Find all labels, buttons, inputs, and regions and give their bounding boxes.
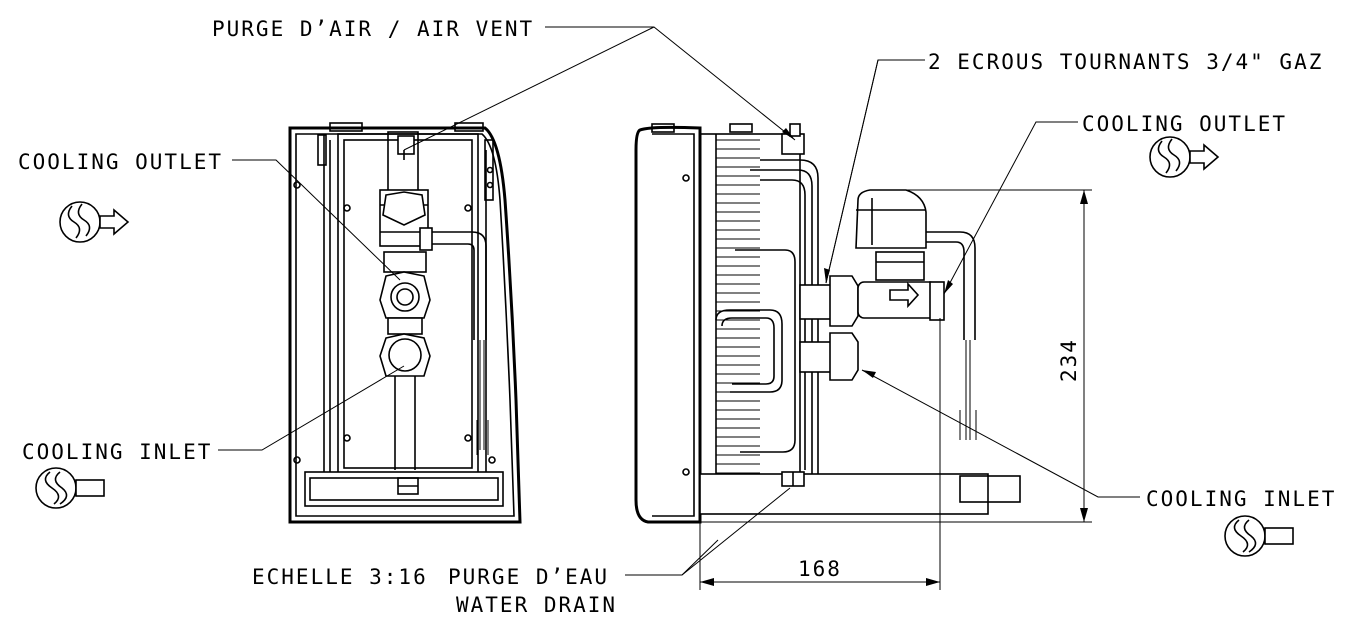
inlet-symbol-right (1224, 515, 1294, 557)
outlet-symbol-left (59, 201, 130, 243)
dimension-width: 168 (798, 557, 842, 581)
label-scale: ECHELLE 3:16 (252, 565, 428, 589)
label-swivel-nuts: 2 ECROUS TOURNANTS 3/4" GAZ (928, 50, 1323, 74)
inlet-symbol-left (35, 467, 105, 509)
label-cooling-inlet-left: COOLING INLET (22, 440, 212, 464)
side-view (634, 123, 1021, 524)
label-air-vent: PURGE D’AIR / AIR VENT (212, 17, 534, 41)
label-water-drain-en: WATER DRAIN (456, 593, 617, 617)
front-view (288, 122, 522, 524)
label-cooling-outlet-left: COOLING OUTLET (18, 150, 223, 174)
dimension-lines: 168 234 (699, 189, 1092, 590)
outlet-symbol-right (1149, 136, 1220, 178)
leader-lines (218, 26, 1140, 576)
fins (715, 134, 760, 486)
label-cooling-outlet-right: COOLING OUTLET (1082, 112, 1287, 136)
dimension-height: 234 (1057, 338, 1081, 382)
label-cooling-inlet-right: COOLING INLET (1146, 487, 1336, 511)
label-water-drain-fr: PURGE D’EAU (448, 565, 609, 589)
